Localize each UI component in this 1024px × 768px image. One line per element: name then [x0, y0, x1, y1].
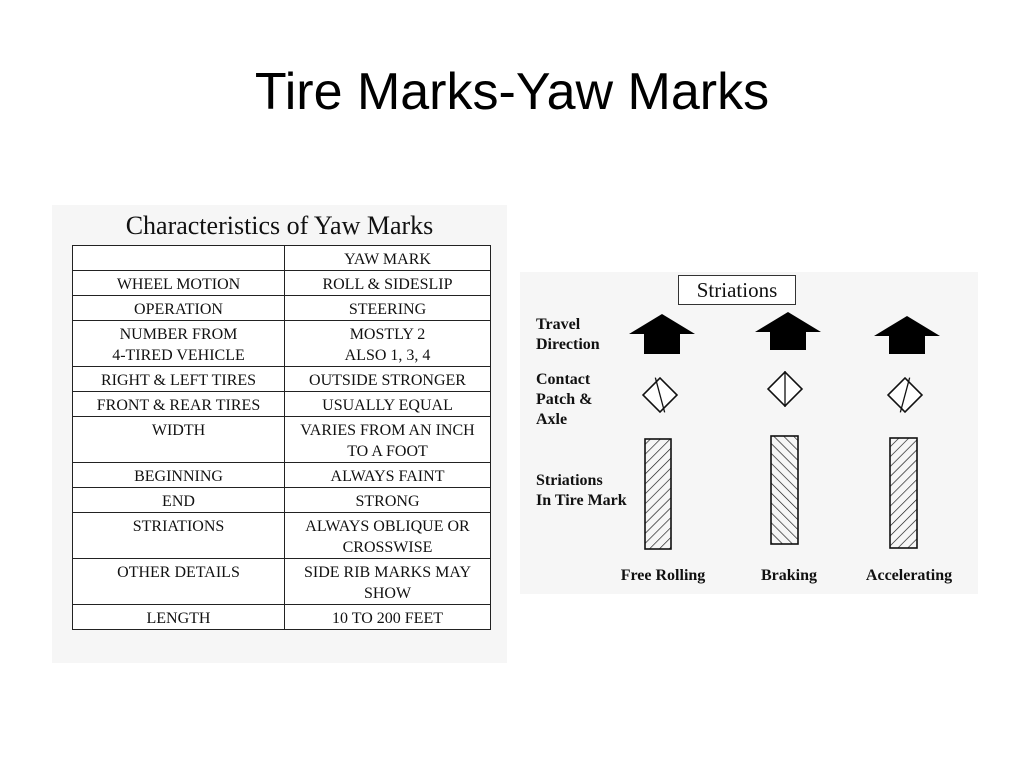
- table-row-label: LENGTH: [72, 604, 285, 630]
- table-header-row: YAW MARK: [72, 245, 491, 271]
- table-row-value: VARIES FROM AN INCH TO A FOOT: [284, 416, 491, 463]
- contact-patch-label: Contact Patch & Axle: [536, 371, 593, 428]
- table-row-value: ROLL & SIDESLIP: [284, 270, 491, 296]
- braking-column: [755, 312, 821, 545]
- accelerating-label: Accelerating: [865, 567, 953, 584]
- table-header-empty-cell: [72, 245, 285, 271]
- table-row-value: USUALLY EQUAL: [284, 391, 491, 417]
- slide-title: Tire Marks-Yaw Marks: [254, 63, 770, 121]
- table-row-value: STEERING: [284, 295, 491, 321]
- contact-patch-icon: [886, 376, 924, 414]
- diagram-graphics: [629, 312, 940, 550]
- arrow-up-icon: [629, 314, 695, 354]
- table-row-label: BEGINNING: [72, 462, 285, 488]
- striations-label: Striations In Tire Mark: [536, 472, 627, 509]
- yaw-marks-table-figure: Characteristics of Yaw Marks YAW MARK WH…: [52, 205, 507, 663]
- free-rolling-column: [629, 314, 695, 550]
- table-header-cell: YAW MARK: [284, 245, 491, 271]
- striation-mark: [644, 438, 672, 550]
- table-row-label: FRONT & REAR TIRES: [72, 391, 285, 417]
- table-row-label: END: [72, 487, 285, 513]
- striations-diagram: Striations Travel Direction Contact Patc…: [520, 272, 978, 594]
- striation-mark: [889, 437, 918, 549]
- table-row-value: OUTSIDE STRONGER: [284, 366, 491, 392]
- table-row-label: NUMBER FROM 4-TIRED VEHICLE: [72, 320, 285, 367]
- table-row-label: WIDTH: [72, 416, 285, 463]
- diagram-title: Striations: [678, 275, 796, 305]
- striation-mark: [770, 435, 799, 545]
- travel-direction-label: Travel Direction: [536, 316, 600, 353]
- arrow-up-icon: [874, 316, 940, 354]
- accelerating-column: [874, 316, 940, 549]
- table-row-label: OTHER DETAILS: [72, 558, 285, 605]
- table-row-value: ALWAYS OBLIQUE OR CROSSWISE: [284, 512, 491, 559]
- arrow-up-icon: [755, 312, 821, 350]
- table-row-value: STRONG: [284, 487, 491, 513]
- table-row-value: MOSTLY 2 ALSO 1, 3, 4: [284, 320, 491, 367]
- braking-label: Braking: [760, 567, 817, 584]
- table-row-label: STRIATIONS: [72, 512, 285, 559]
- contact-patch-icon: [766, 370, 804, 408]
- table-heading: Characteristics of Yaw Marks: [125, 211, 434, 240]
- table-row-label: WHEEL MOTION: [72, 270, 285, 296]
- table-row-value: 10 TO 200 FEET: [284, 604, 491, 630]
- free-rolling-label: Free Rolling: [620, 567, 706, 584]
- table-row-label: RIGHT & LEFT TIRES: [72, 366, 285, 392]
- contact-patch-icon: [641, 376, 679, 414]
- table-row-value: ALWAYS FAINT: [284, 462, 491, 488]
- table-row-label: OPERATION: [72, 295, 285, 321]
- table-row-value: SIDE RIB MARKS MAY SHOW: [284, 558, 491, 605]
